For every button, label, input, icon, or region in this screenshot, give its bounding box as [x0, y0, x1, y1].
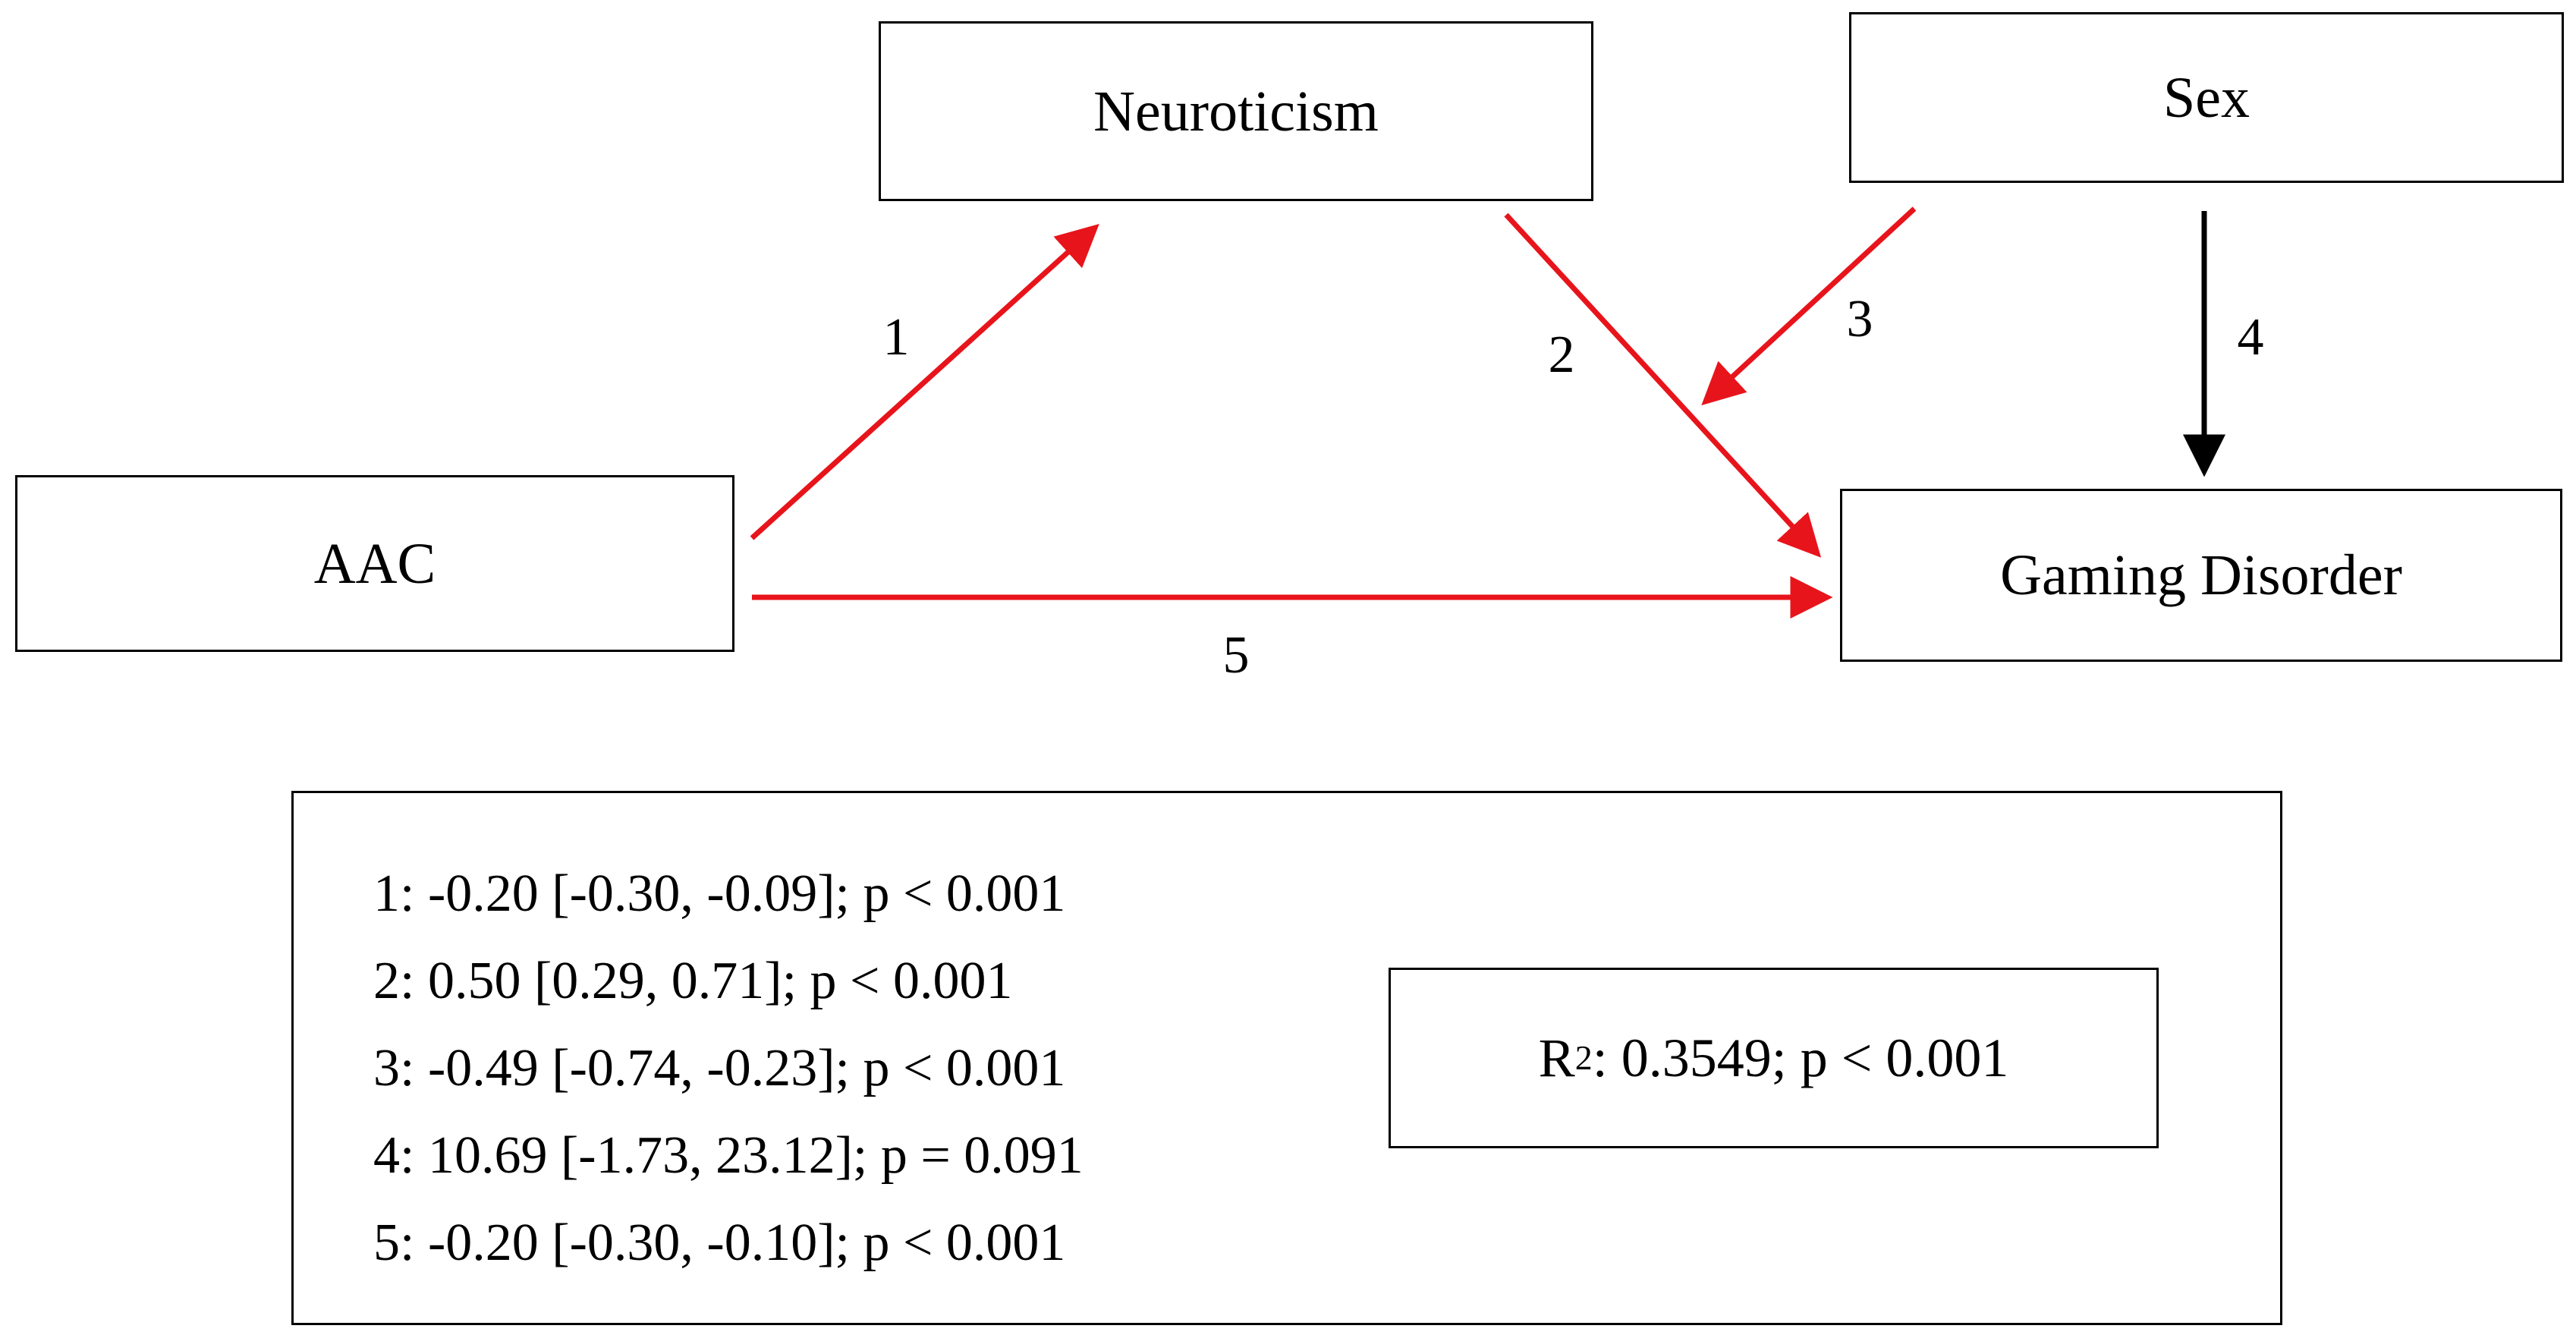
node-aac: AAC: [15, 475, 734, 652]
r-squared-value: : 0.3549; p < 0.001: [1592, 1027, 2009, 1088]
coefficient-2: 2: 0.50 [0.29, 0.71]; p < 0.001: [373, 952, 1013, 1010]
path-2-arrow: [1504, 213, 1822, 558]
coefficient-list: 1: -0.20 [-0.30, -0.09]; p < 0.001 2: 0.…: [373, 850, 1084, 1286]
node-label-neuroticism: Neuroticism: [1093, 79, 1379, 143]
path-label-4: 4: [2237, 308, 2264, 367]
node-neuroticism: Neuroticism: [879, 21, 1593, 201]
path-label-1: 1: [882, 308, 910, 367]
coefficient-1: 1: -0.20 [-0.30, -0.09]; p < 0.001: [373, 864, 1066, 923]
path-label-2: 2: [1548, 326, 1575, 384]
path-label-5: 5: [1222, 626, 1250, 685]
node-label-sex: Sex: [2163, 65, 2250, 130]
path-3-arrow: [1701, 206, 1917, 406]
node-label-gaming-disorder: Gaming Disorder: [2000, 543, 2402, 607]
node-label-aac: AAC: [313, 531, 436, 596]
results-box: 1: -0.20 [-0.30, -0.09]; p < 0.001 2: 0.…: [291, 791, 2282, 1325]
coefficient-4: 4: 10.69 [-1.73, 23.12]; p = 0.091: [373, 1126, 1084, 1185]
r-squared-symbol: R: [1538, 1027, 1575, 1088]
node-sex: Sex: [1849, 12, 2564, 183]
coefficient-5: 5: -0.20 [-0.30, -0.10]; p < 0.001: [373, 1214, 1066, 1272]
path-1-arrow: [750, 223, 1099, 540]
node-gaming-disorder: Gaming Disorder: [1840, 489, 2562, 662]
coefficient-3: 3: -0.49 [-0.74, -0.23]; p < 0.001: [373, 1039, 1066, 1097]
path-label-3: 3: [1846, 290, 1873, 348]
